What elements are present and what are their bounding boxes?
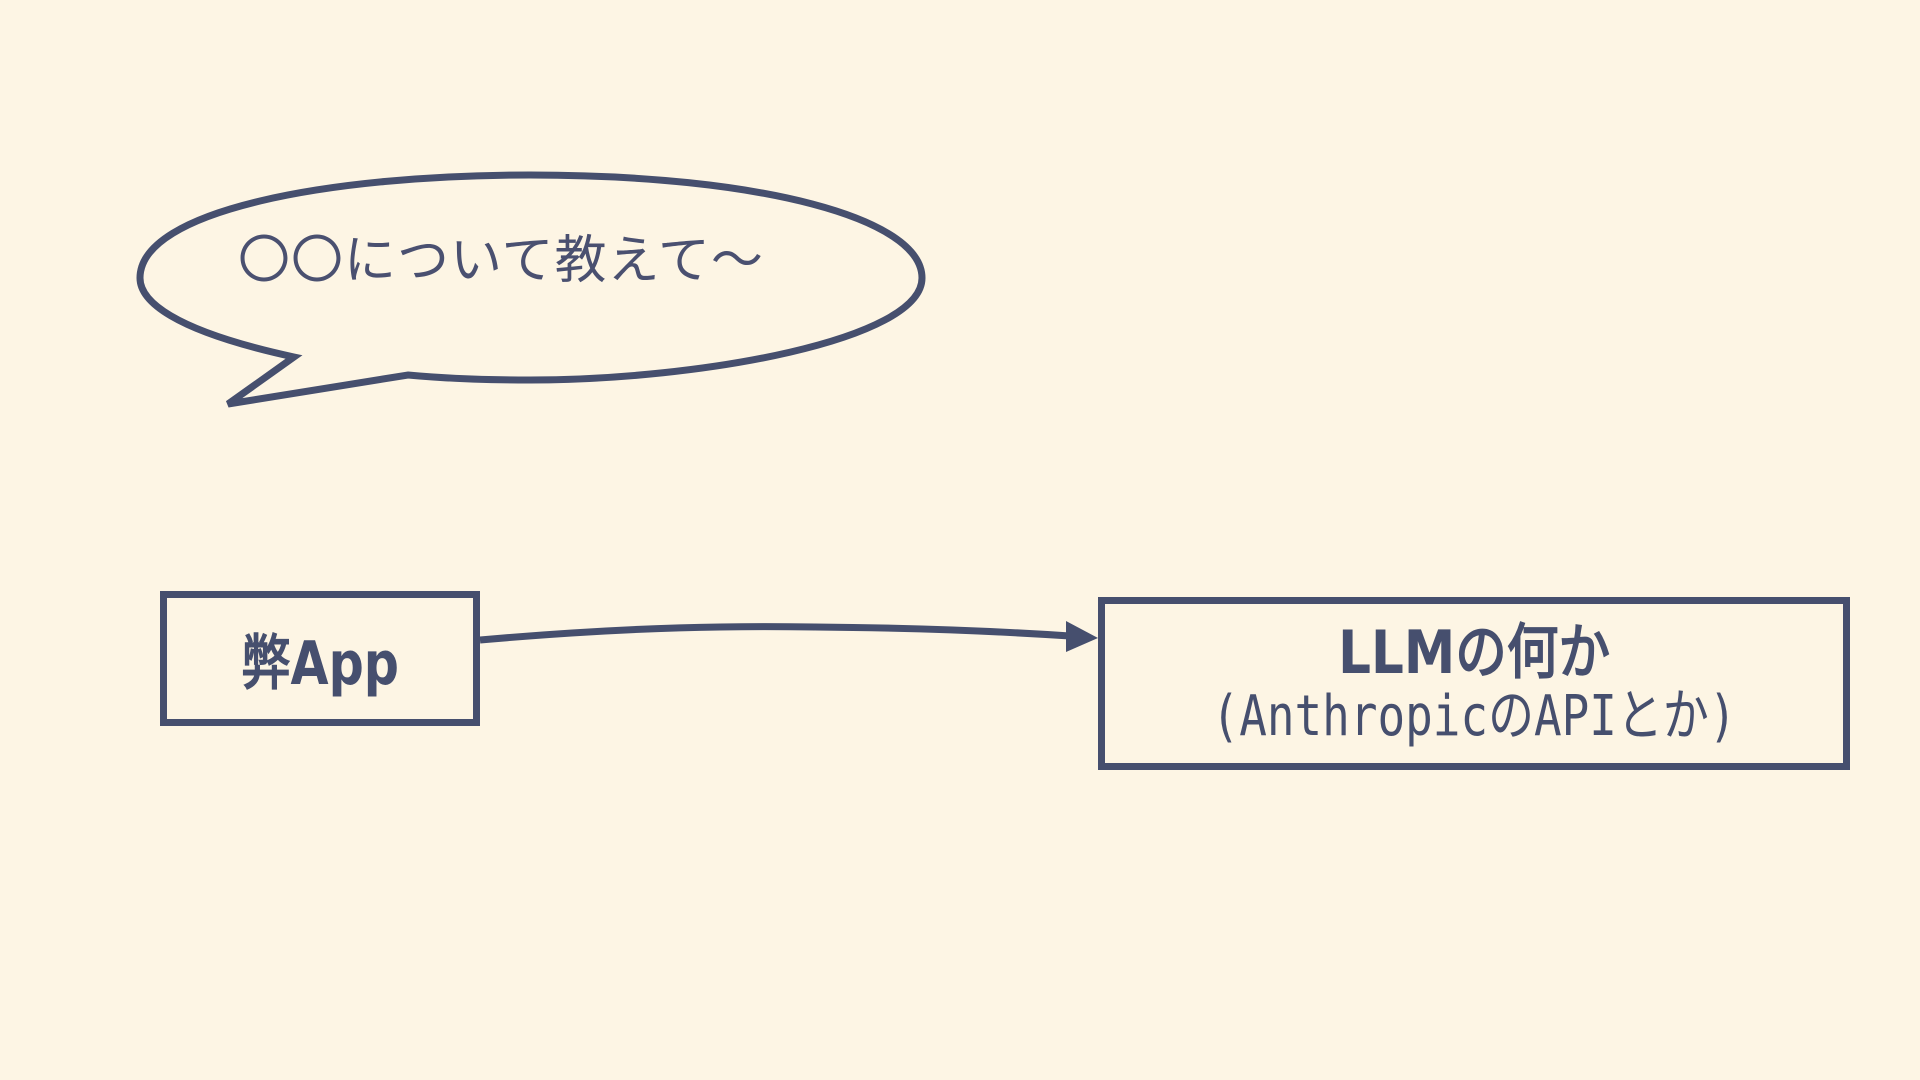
- speech-bubble-text: 〇〇について教えて〜: [238, 231, 764, 291]
- connector-arrow: [479, 623, 1071, 644]
- llm-box: LLMの何か (AnthropicのAPIとか): [1098, 597, 1850, 770]
- llm-box-subtitle: (AnthropicのAPIとか): [1211, 683, 1737, 749]
- app-box: 弊App: [160, 591, 480, 726]
- speech-bubble-shape: [136, 171, 926, 408]
- arrowhead-icon: [1066, 621, 1098, 652]
- app-box-label: 弊App: [241, 629, 399, 699]
- llm-box-title: LLMの何か: [1338, 617, 1610, 688]
